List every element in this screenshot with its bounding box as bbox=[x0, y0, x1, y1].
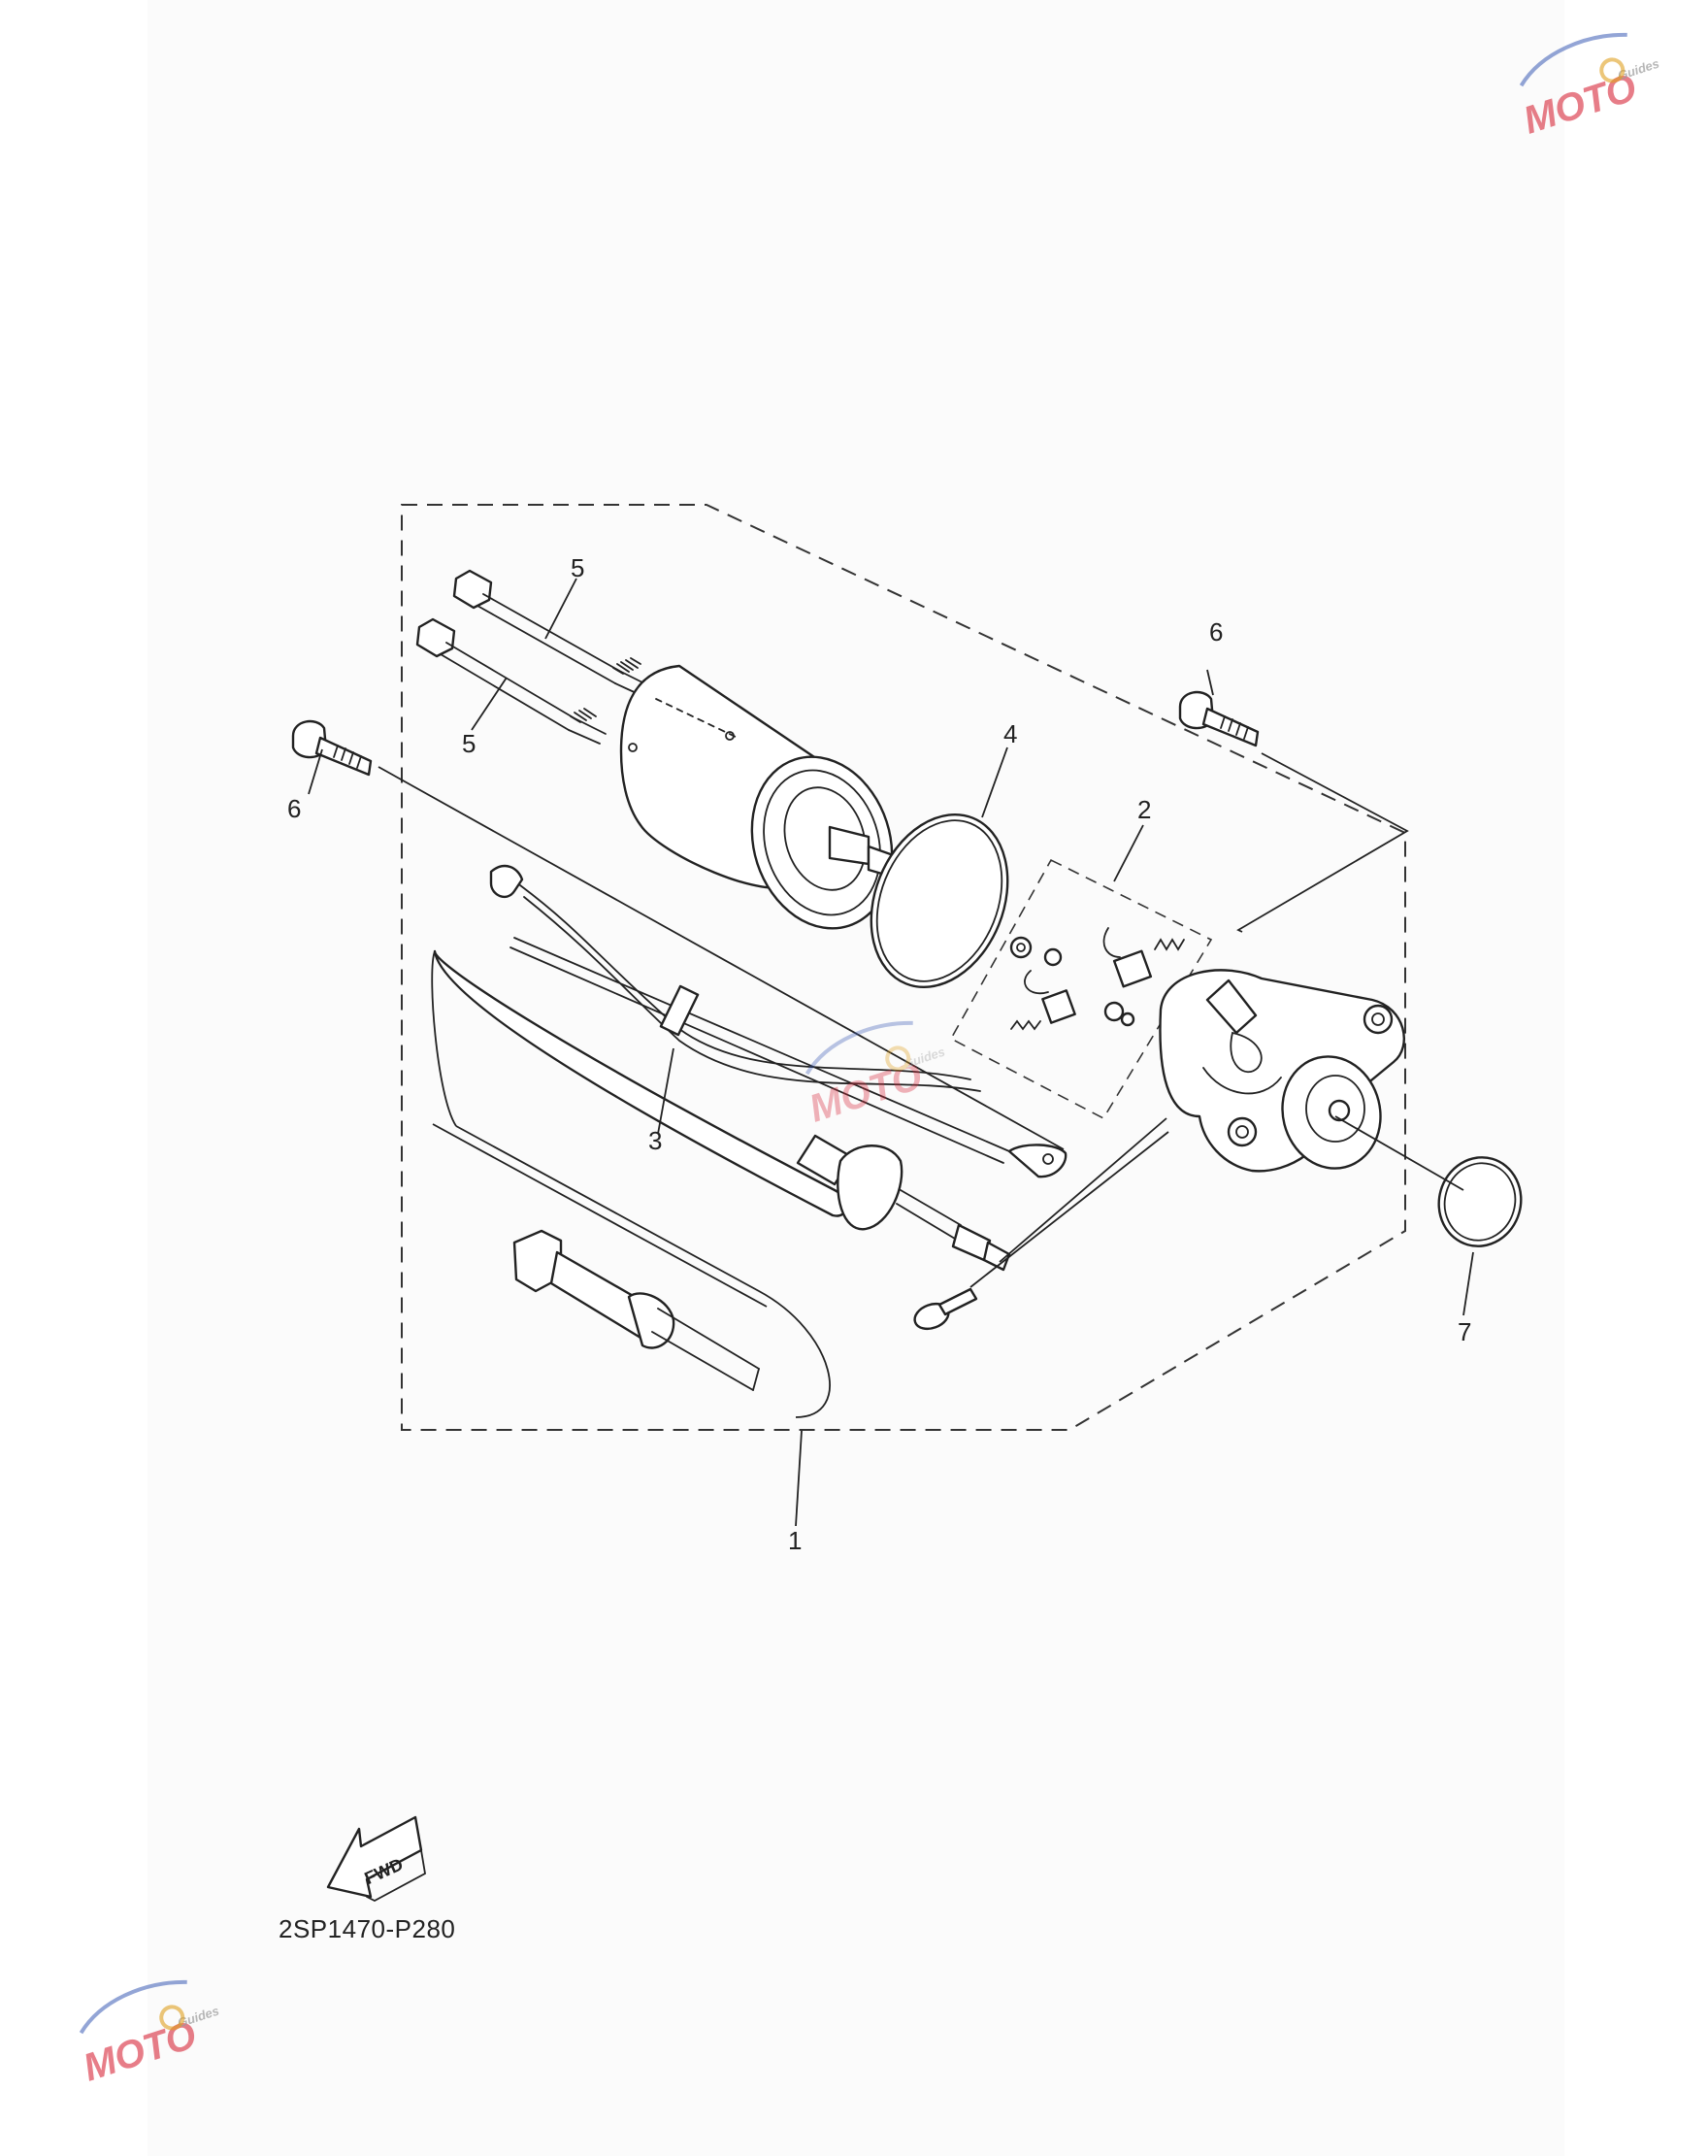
long-bolt-lower bbox=[415, 617, 607, 745]
watermark-logo-center: MOTO Guides bbox=[805, 1020, 947, 1131]
assembly-boundary bbox=[401, 504, 1406, 1431]
callout-6-right: 6 bbox=[1209, 617, 1223, 647]
o-ring-large bbox=[870, 813, 1009, 989]
long-bolt-upper bbox=[452, 569, 645, 696]
callout-2: 2 bbox=[1137, 795, 1151, 824]
callouts: 5 5 6 6 4 2 3 1 7 bbox=[287, 553, 1471, 1555]
callout-6-left: 6 bbox=[287, 794, 301, 823]
short-bolt-left bbox=[291, 719, 373, 777]
short-bolt-right bbox=[1178, 690, 1260, 747]
watermark-logo-top: MOTO Guides bbox=[1519, 32, 1661, 143]
callout-5-lower: 5 bbox=[462, 729, 476, 758]
terminal-screw bbox=[913, 1287, 978, 1331]
lead-wire-assembly bbox=[433, 864, 1068, 1272]
front-end-cover bbox=[1159, 969, 1406, 1173]
brush-set-boundary bbox=[949, 858, 1213, 1120]
callout-3: 3 bbox=[648, 1126, 662, 1155]
diagram-part-code: 2SP1470-P280 bbox=[279, 1914, 456, 1943]
callout-4: 4 bbox=[1003, 719, 1017, 748]
leader-lines bbox=[308, 578, 1474, 1527]
callout-5-upper: 5 bbox=[571, 553, 584, 582]
fwd-arrow: FWD bbox=[326, 1815, 426, 1903]
watermark-logo-bottom: MOTO Guides bbox=[79, 1979, 221, 2090]
starter-rod-bolt bbox=[512, 1229, 760, 1391]
brush-set-parts bbox=[1009, 927, 1185, 1031]
o-ring-small bbox=[1437, 1156, 1523, 1247]
callout-7: 7 bbox=[1458, 1317, 1471, 1346]
callout-1: 1 bbox=[788, 1526, 802, 1555]
